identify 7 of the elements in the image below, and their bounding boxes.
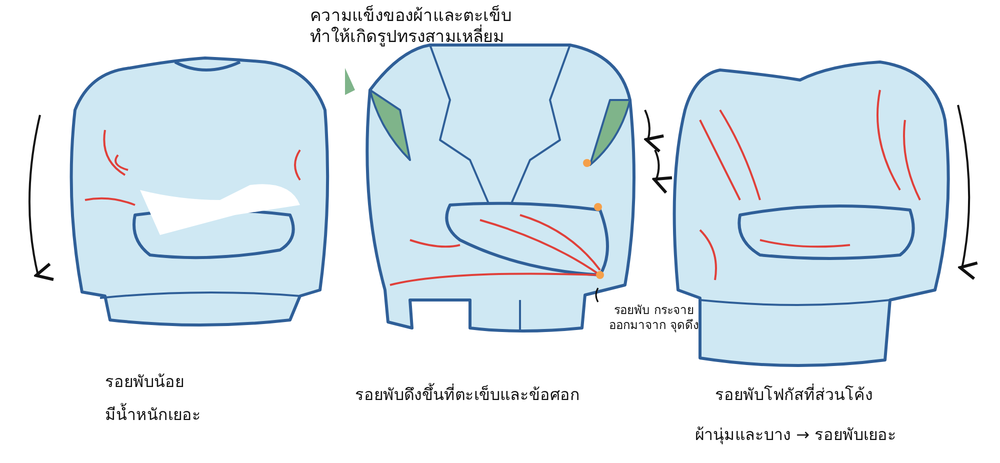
caption-text: รอยพับโฟกัสที่ส่วนโค้ง [715,385,873,405]
caption-text: รอยพับน้อย [105,372,184,392]
note-text: ความแข็งของผ้าและตะเข็บ ทำให้เกิดรูปทรงสามเหลี่ยม [310,6,513,48]
note-text: รอยพับ กระจายออกมาจาก จุดดึง [608,303,700,333]
caption-text: มีน้ำหนักเยอะ [105,405,201,425]
caption-text: รอยพับดึงขึ้นที่ตะเข็บและข้อศอก [355,385,580,405]
caption-text: ผ้านุ่มและบาง → รอยพับเยอะ [695,425,897,445]
